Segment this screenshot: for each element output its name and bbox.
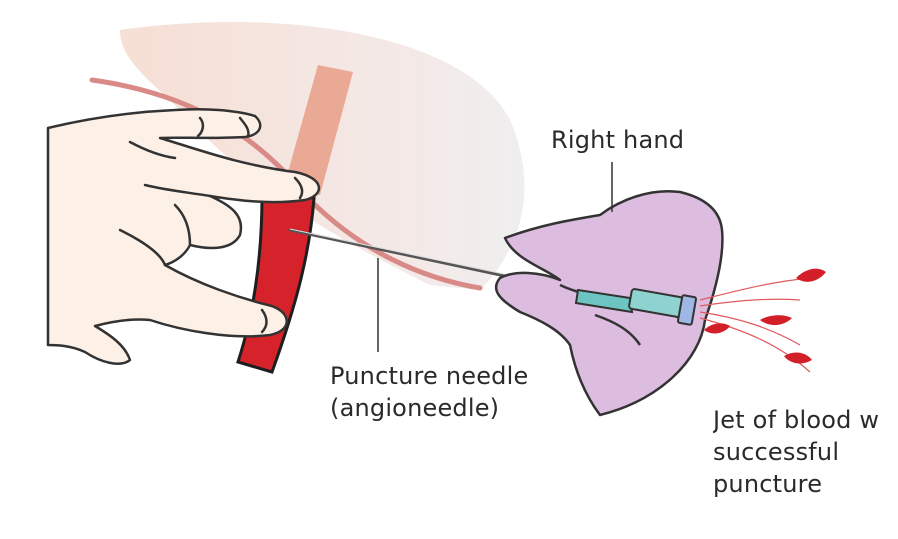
blood-drop-3: [704, 323, 730, 334]
label-puncture-needle: Puncture needle (angioneedle): [330, 360, 528, 424]
label-blood-jet: Jet of blood w successful puncture: [713, 404, 898, 500]
label-jet-line-2: successful: [713, 438, 840, 466]
label-jet-line-3: puncture: [713, 470, 823, 498]
label-right-hand: Right hand: [551, 126, 685, 154]
left-hand: [46, 108, 321, 365]
blood-drop-2: [760, 315, 792, 326]
label-jet-line-1: Jet of blood w: [713, 406, 880, 434]
label-needle-line-2: (angioneedle): [330, 394, 500, 422]
label-needle-line-1: Puncture needle: [330, 362, 529, 390]
needle-hub: [574, 288, 698, 326]
artery-overlay-band: [283, 65, 353, 195]
femoral-artery: [236, 193, 316, 374]
blood-drop-1: [796, 268, 826, 282]
blood-drop-4: [784, 352, 812, 364]
blood-jet: [699, 268, 826, 373]
